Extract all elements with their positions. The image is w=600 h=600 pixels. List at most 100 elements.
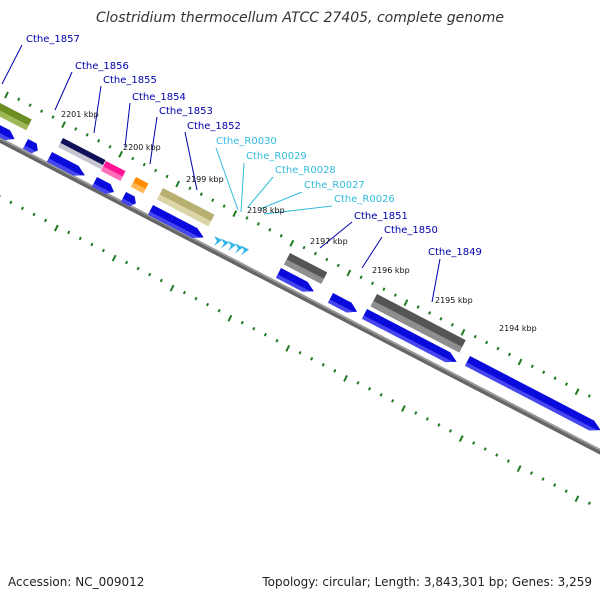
rna-shape xyxy=(235,243,243,254)
tick-mark xyxy=(370,281,375,286)
tick-mark xyxy=(217,308,221,313)
tick-mark xyxy=(165,174,169,179)
rna-arrow xyxy=(228,240,236,251)
tick-mark xyxy=(403,299,409,307)
tick-mark xyxy=(507,352,512,357)
rna-shape xyxy=(221,238,229,249)
tick-mark xyxy=(516,465,522,473)
feature-shade xyxy=(327,299,358,313)
tick-mark xyxy=(175,180,181,188)
tick-mark xyxy=(17,97,21,102)
tick-mark xyxy=(393,293,397,297)
rna-arrow xyxy=(241,245,249,256)
tick-mark xyxy=(587,394,591,398)
feature-shade xyxy=(147,211,204,238)
cds-arrow xyxy=(120,192,136,207)
gene-label: Cthe_R0026 xyxy=(334,194,395,205)
leader-line xyxy=(361,236,383,269)
rna-arrow xyxy=(221,238,229,249)
cds-arrow xyxy=(0,122,15,141)
leader-line xyxy=(431,258,441,303)
tick-mark xyxy=(275,338,279,343)
kbp-label: 2197 kbp xyxy=(310,237,348,246)
feature-shade xyxy=(120,198,136,207)
tick-mark xyxy=(310,356,314,361)
tick-mark xyxy=(483,447,487,451)
tick-mark xyxy=(125,260,129,265)
tick-mark xyxy=(44,218,48,223)
tick-mark xyxy=(553,483,557,487)
tick-mark xyxy=(506,459,510,463)
gene-label: Cthe_R0028 xyxy=(275,165,336,176)
feature-shape xyxy=(147,205,204,238)
kbp-label: 2200 kbp xyxy=(123,143,161,152)
cog-block xyxy=(130,177,149,194)
tick-mark xyxy=(367,387,372,391)
gene-label: Cthe_1852 xyxy=(187,121,241,132)
cds-arrow xyxy=(46,152,85,176)
gene-label: Cthe_1855 xyxy=(103,75,157,86)
kbp-label: 2199 kbp xyxy=(186,175,224,184)
leader-line xyxy=(149,116,158,165)
tick-mark xyxy=(414,411,418,415)
gene-labels: Cthe_1857Cthe_1856Cthe_1855Cthe_1854Cthe… xyxy=(26,34,482,258)
tick-mark xyxy=(148,272,152,277)
cds-arrow xyxy=(327,293,358,313)
kbp-label: 2194 kbp xyxy=(499,324,537,333)
rna-arrow xyxy=(235,243,243,254)
feature-shade xyxy=(46,158,85,176)
tick-mark xyxy=(20,206,25,211)
tick-mark xyxy=(263,332,267,337)
feature-shape xyxy=(91,177,114,194)
tick-mark xyxy=(458,435,464,443)
tick-mark xyxy=(359,275,363,280)
tick-mark xyxy=(574,495,580,503)
tick-mark xyxy=(101,248,106,253)
feature-shade xyxy=(0,107,29,131)
tick-mark xyxy=(346,269,352,277)
tick-mark xyxy=(194,296,198,301)
cds-arrow xyxy=(464,356,600,431)
tick-mark xyxy=(85,133,89,137)
tick-mark xyxy=(188,186,192,191)
tick-mark xyxy=(39,109,44,113)
tick-mark xyxy=(211,198,215,202)
tick-mark xyxy=(542,370,546,375)
accession-text: Accession: NC_009012 xyxy=(8,575,144,589)
tick-mark xyxy=(131,156,135,161)
feature-shade xyxy=(58,142,104,170)
gene-label: Cthe_R0027 xyxy=(304,180,365,191)
kbp-label: 2198 kbp xyxy=(247,206,285,215)
tick-mark xyxy=(78,236,82,241)
feature-shade xyxy=(100,166,123,181)
cog-block xyxy=(0,102,32,131)
feature-shade xyxy=(91,183,114,194)
leader-line xyxy=(184,131,198,191)
cog-block xyxy=(284,252,328,284)
tick-mark xyxy=(298,350,302,355)
tick-mark xyxy=(325,257,329,262)
leader-line xyxy=(259,191,303,210)
feature-shape xyxy=(361,309,457,363)
tick-mark xyxy=(199,192,203,197)
tick-mark xyxy=(252,326,256,331)
cds-arrow xyxy=(147,205,204,238)
cds-arrow xyxy=(91,177,114,194)
tick-mark xyxy=(111,254,117,262)
tick-mark xyxy=(530,364,534,369)
tick-mark xyxy=(485,340,489,345)
outer-tick-row xyxy=(4,91,591,398)
feature-shape xyxy=(0,122,15,141)
tick-mark xyxy=(427,311,432,315)
tick-mark xyxy=(232,210,238,218)
gene-label: Cthe_R0030 xyxy=(216,136,277,147)
tick-mark xyxy=(142,162,146,167)
tick-mark xyxy=(302,245,306,250)
gene-label: Cthe_1849 xyxy=(428,247,482,258)
tick-mark xyxy=(541,477,545,481)
tick-mark xyxy=(28,103,32,108)
tick-mark xyxy=(313,251,318,256)
